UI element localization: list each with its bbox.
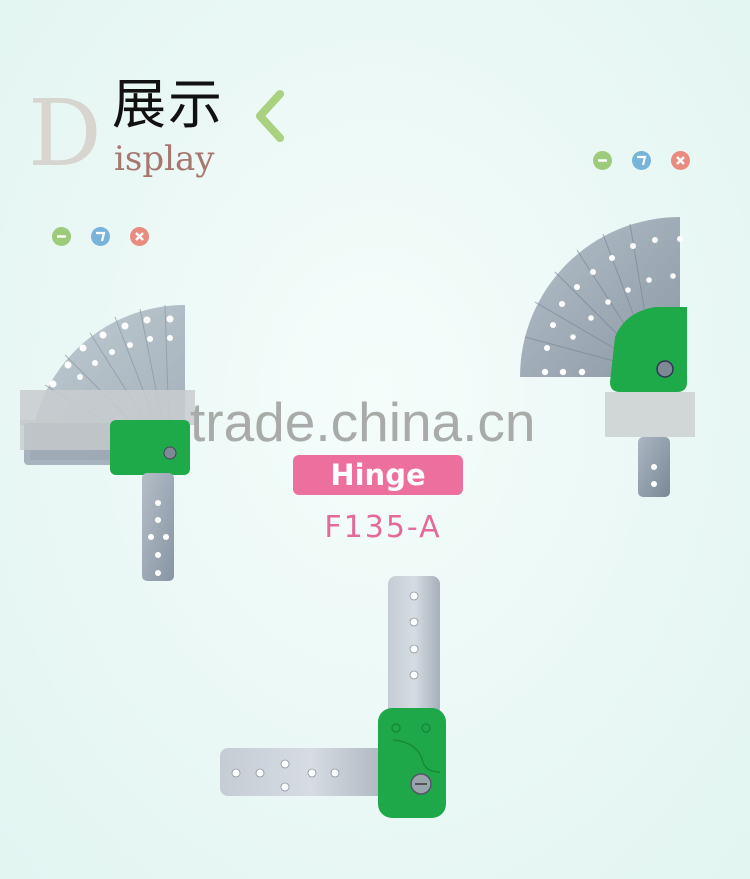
close-icon[interactable] [130, 227, 149, 246]
product-model: F135-A [324, 510, 442, 545]
hinge-right-angle-image [220, 576, 446, 818]
watermark: trade.china.cn [190, 391, 536, 453]
window-controls-left [52, 227, 149, 246]
restore-icon[interactable] [632, 151, 651, 170]
decorative-letter-d: D [28, 80, 102, 187]
section-title: 展示 [112, 73, 224, 136]
hinge-fan-right-image [520, 217, 695, 497]
section-subtitle: isplay [114, 139, 215, 179]
minimize-icon[interactable] [52, 227, 71, 246]
minimize-icon[interactable] [593, 151, 612, 170]
restore-icon[interactable] [91, 227, 110, 246]
hinge-fan-left-image [20, 304, 195, 581]
chevron-left-icon [256, 90, 284, 142]
product-name-badge: Hinge [293, 455, 463, 495]
window-controls-right [593, 151, 690, 170]
close-icon[interactable] [671, 151, 690, 170]
